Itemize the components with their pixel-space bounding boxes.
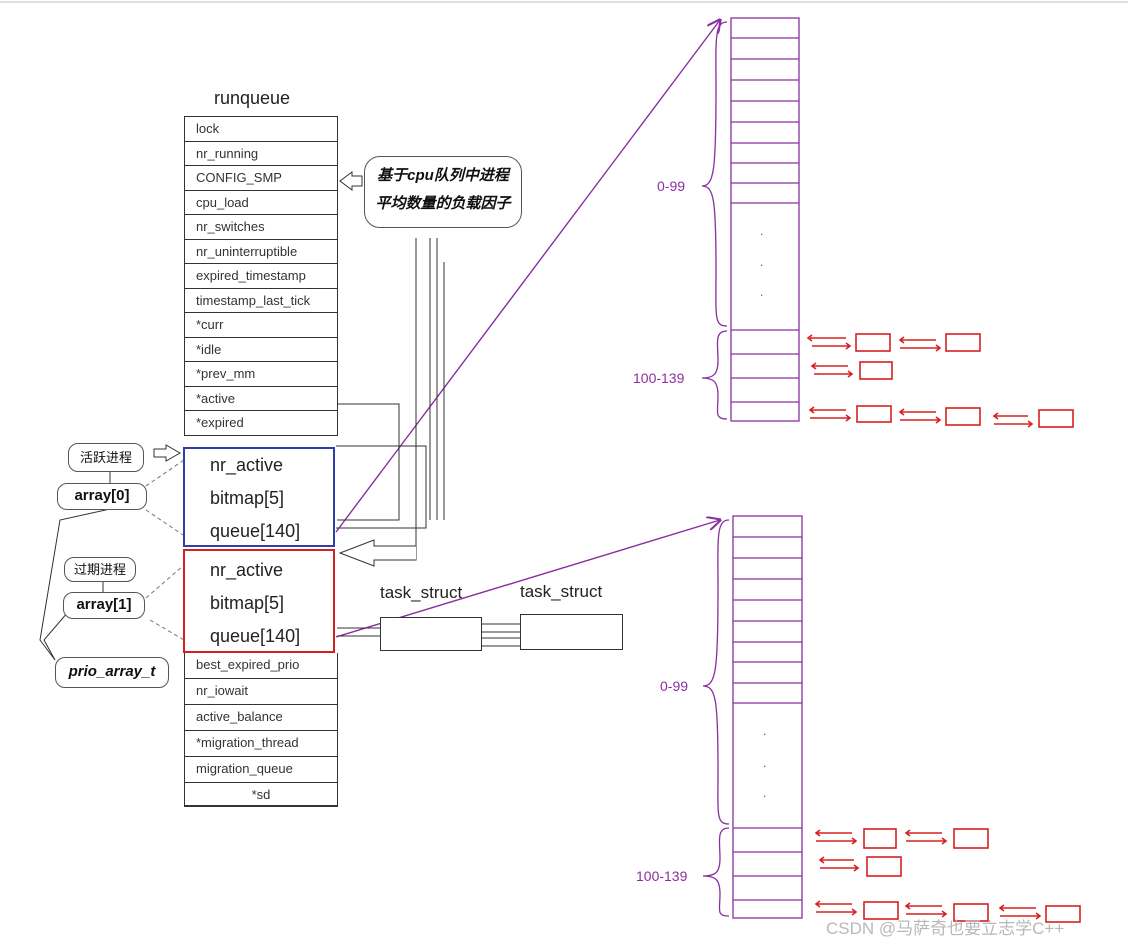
field-migration-thread: *migration_thread (185, 731, 337, 757)
task-struct-label-1: task_struct (380, 583, 463, 602)
load-factor-note: 基于cpu队列中进程 平均数量的负载因子 (364, 156, 522, 228)
lower-ellipsis-dot-1: . (763, 724, 767, 738)
field-prev-mm: *prev_mm (185, 362, 337, 387)
task-struct-box-2 (520, 614, 623, 650)
upper-range-100-139: 100-139 (633, 370, 685, 386)
field-active: *active (185, 387, 337, 411)
field-best-expired-prio: best_expired_prio (185, 653, 337, 679)
active-bitmap: bitmap[5] (210, 488, 285, 508)
field-cpu-load: cpu_load (185, 191, 337, 215)
array0-label: array[0] (57, 483, 147, 510)
csdn-watermark: CSDN @马萨奇也要立志学C++ (826, 919, 1065, 938)
field-expired-timestamp: expired_timestamp (185, 264, 337, 289)
field-nr-switches: nr_switches (185, 215, 337, 240)
task-struct-label-2: task_struct (520, 582, 603, 601)
note-line-1: 基于cpu队列中进程 (377, 167, 509, 184)
expired-bitmap: bitmap[5] (210, 593, 285, 613)
active-prio-array: nr_active bitmap[5] queue[140] (183, 447, 335, 547)
field-idle: *idle (185, 338, 337, 362)
lower-task-lists (814, 828, 1081, 923)
expired-nr-active: nr_active (210, 560, 284, 580)
array1-label: array[1] (63, 592, 145, 619)
note-line-2: 平均数量的负载因子 (375, 195, 511, 212)
runqueue-struct-tail: best_expired_prio nr_iowait active_balan… (184, 653, 338, 807)
field-active-balance: active_balance (185, 705, 337, 731)
field-nr-uninterruptible: nr_uninterruptible (185, 240, 337, 264)
upper-ellipsis-dot-1: . (760, 224, 764, 238)
task-struct-box-1 (380, 617, 482, 651)
field-expired: *expired (185, 411, 337, 436)
expired-prio-array: nr_active bitmap[5] queue[140] (183, 549, 335, 653)
upper-range-0-99: 0-99 (657, 178, 686, 194)
pointer-connectors (39, 171, 520, 661)
expired-process-tag: 过期进程 (64, 557, 136, 582)
field-timestamp-last-tick: timestamp_last_tick (185, 289, 337, 313)
field-config-smp: CONFIG_SMP (185, 166, 337, 191)
lower-ellipsis-dot-3: . (763, 786, 767, 800)
lower-queue-array (702, 515, 803, 919)
active-queue: queue[140] (210, 521, 301, 541)
runqueue-struct: lock nr_running CONFIG_SMP cpu_load nr_s… (184, 116, 338, 436)
field-nr-running: nr_running (185, 142, 337, 166)
lower-range-100-139: 100-139 (636, 868, 688, 884)
field-sd: *sd (185, 783, 337, 806)
upper-queue-array (701, 17, 800, 422)
field-nr-iowait: nr_iowait (185, 679, 337, 705)
prio-array-t-label: prio_array_t (55, 657, 169, 688)
field-curr: *curr (185, 313, 337, 338)
upper-ellipsis-dot-3: . (760, 285, 764, 299)
lower-ellipsis-dot-2: . (763, 756, 767, 770)
field-migration-queue: migration_queue (185, 757, 337, 783)
field-lock: lock (185, 117, 337, 142)
expired-queue: queue[140] (210, 626, 301, 646)
active-process-tag: 活跃进程 (68, 443, 144, 472)
queue-to-upper-array-arrow (335, 20, 720, 533)
upper-task-lists (806, 333, 1074, 428)
upper-ellipsis-dot-2: . (760, 255, 764, 269)
runqueue-title: runqueue (214, 88, 291, 108)
lower-range-0-99: 0-99 (660, 678, 689, 694)
active-nr-active: nr_active (210, 455, 284, 475)
